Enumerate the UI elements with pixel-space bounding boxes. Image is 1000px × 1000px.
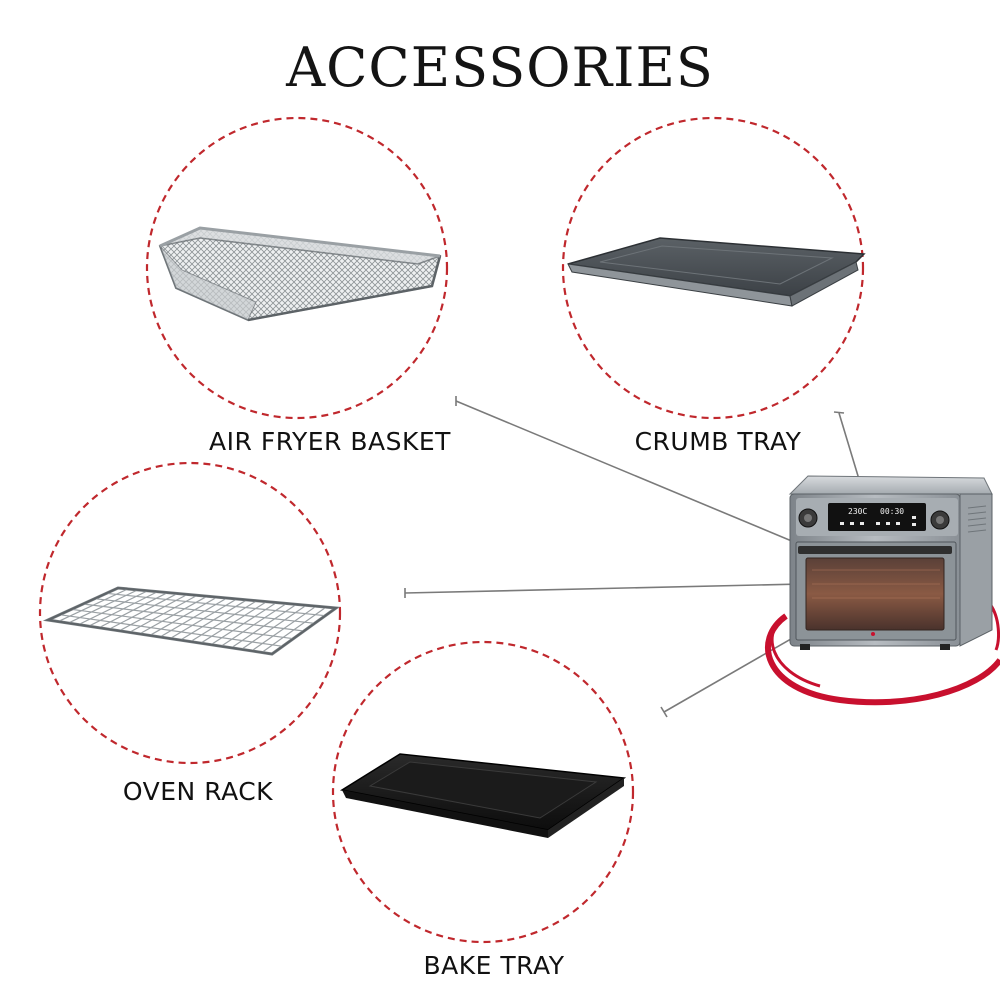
circle-oven-rack bbox=[38, 461, 342, 765]
oven-display-panel bbox=[828, 503, 926, 531]
air-fryer-basket-icon bbox=[158, 226, 442, 322]
oven-rack-icon bbox=[42, 586, 341, 656]
page-title: ACCESSORIES bbox=[286, 36, 714, 99]
bake-tray-icon bbox=[339, 753, 627, 838]
crumb-tray-icon bbox=[567, 237, 866, 307]
air-fryer-oven-icon: 230C 00:30 bbox=[788, 475, 993, 650]
label-bake-tray: BAKE TRAY bbox=[423, 951, 565, 980]
oven-display-left: 230C bbox=[848, 507, 867, 516]
circle-bake-tray bbox=[331, 640, 635, 944]
circle-crumb-tray bbox=[561, 116, 865, 420]
label-air-fryer-basket: AIR FRYER BASKET bbox=[209, 427, 451, 456]
label-oven-rack: OVEN RACK bbox=[122, 777, 274, 806]
oven-door-glass bbox=[805, 557, 945, 631]
label-crumb-tray: CRUMB TRAY bbox=[634, 427, 802, 456]
circle-air-fryer-basket bbox=[145, 116, 449, 420]
oven-display-right: 00:30 bbox=[880, 507, 904, 516]
